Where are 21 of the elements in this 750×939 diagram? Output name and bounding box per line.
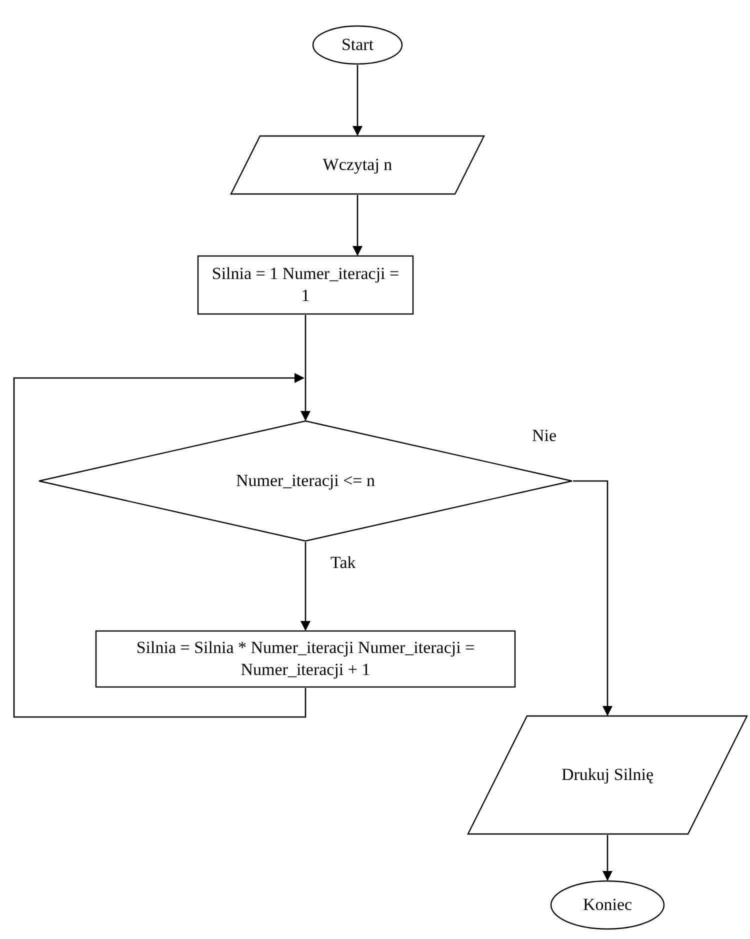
arrow <box>352 65 362 136</box>
arrow <box>13 373 306 718</box>
input-output-parallelogram <box>230 135 485 195</box>
node-text: Koniec <box>582 894 632 916</box>
input-output-parallelogram <box>467 715 748 835</box>
arrow <box>602 835 612 881</box>
node-text: Drukuj Silnię <box>561 764 654 786</box>
arrow <box>352 195 362 256</box>
arrow <box>300 315 310 421</box>
terminal-ellipse <box>550 880 665 930</box>
node-text: Numer_iteracji <= n <box>236 470 376 492</box>
process-box <box>197 255 414 315</box>
node-text: Start <box>341 34 374 56</box>
node-text: Silnia = Silnia * Numer_iteracji Numer_iteracji = Numer_iteracji + 1 <box>135 637 476 681</box>
process-box <box>95 630 516 688</box>
arrow <box>300 542 310 631</box>
arrow <box>573 480 612 716</box>
node-text: Wczytaj n <box>322 154 392 176</box>
terminal-ellipse <box>312 25 403 65</box>
decision-diamond <box>38 420 573 542</box>
node-text: Silnia = 1 Numer_iteracji = 1 <box>210 263 400 307</box>
